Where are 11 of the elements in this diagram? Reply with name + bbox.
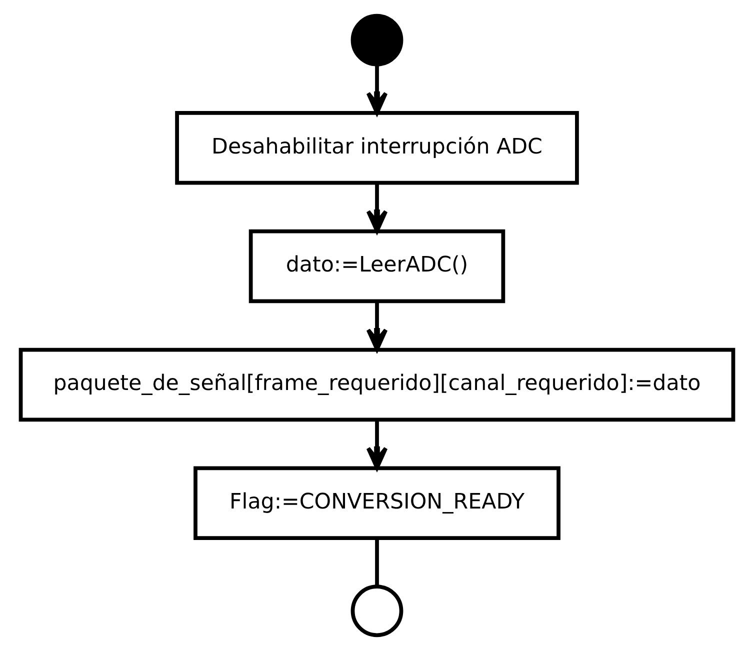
node-box: dato:=LeerADC()	[248, 229, 506, 304]
node-box: Desahabilitar interrupción ADC	[175, 110, 579, 185]
arrow	[366, 64, 388, 115]
arrow	[366, 182, 388, 233]
node-box: Flag:=CONVERSION_READY	[194, 466, 560, 540]
node-box: paquete_de_señal[frame_requerido][canal_requerido]:=dato	[18, 348, 736, 422]
arrow	[366, 301, 388, 352]
node-circle	[350, 14, 404, 66]
node-circle	[350, 584, 404, 638]
arrow	[366, 420, 388, 470]
connector	[375, 538, 379, 586]
